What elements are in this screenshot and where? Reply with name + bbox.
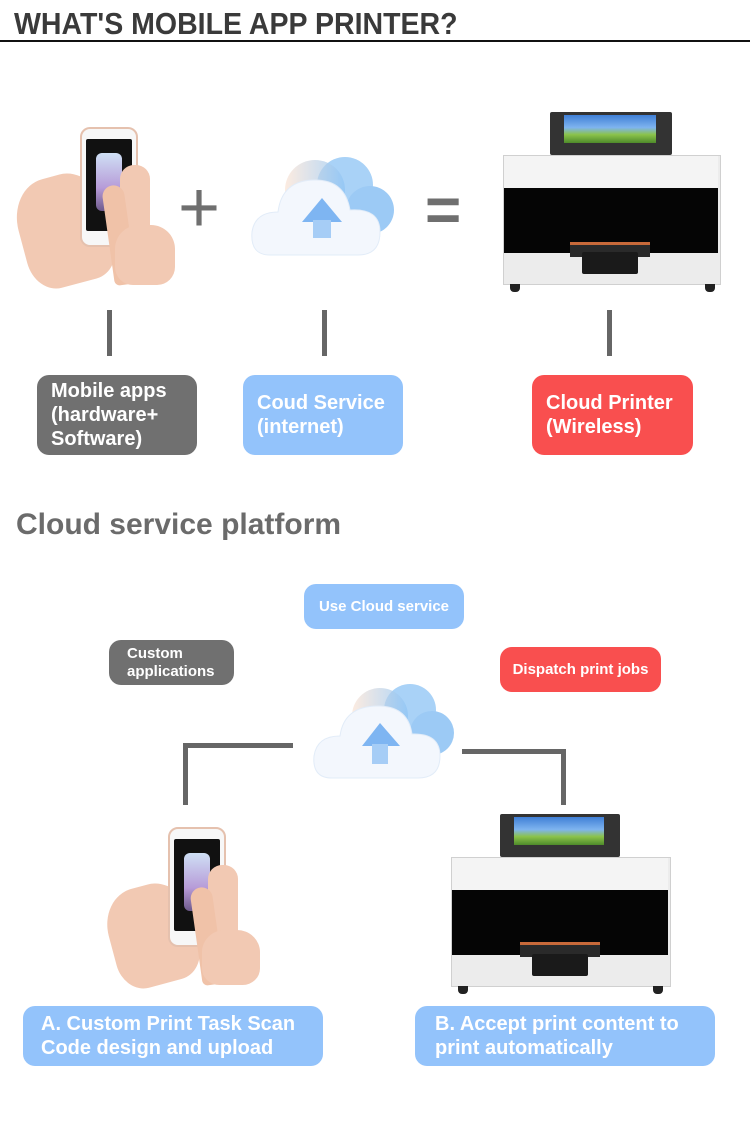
mobile-apps-label: Mobile apps (hardware+ Software) [37,375,197,455]
label-line: Code design and upload [41,1037,274,1059]
printer-icon [448,814,672,996]
label-line: (hardware+ [51,404,159,426]
label-line: Coud Service [257,392,385,414]
label-line: B. Accept print content to [435,1012,679,1035]
label-text: Use Cloud service [318,597,450,615]
phone-in-hand-icon [98,825,260,995]
use-cloud-service-label: Use Cloud service [304,584,464,629]
label-line: Custom [127,645,183,663]
cloud-upload-icon [251,157,394,256]
step-b-label: B. Accept print content to print automat… [415,1006,715,1066]
phone-in-hand-icon [7,125,175,295]
connector-line [322,310,327,356]
equals-symbol: = [425,176,462,245]
section-title: Cloud service platform [16,508,342,541]
label-line: applications [127,662,215,680]
page-title: WHAT'S MOBILE APP PRINTER? [14,6,458,41]
printer-icon [500,112,722,294]
connector-line [183,743,293,748]
label-line: Mobile apps [51,380,167,402]
connector-line [107,310,112,356]
label-line: (Wireless) [546,416,642,438]
connector-line [183,743,188,805]
cloud-upload-icon [313,684,454,779]
plus-symbol: + [178,168,221,248]
label-line: (internet) [257,416,344,438]
connector-line [607,310,612,356]
step-a-label: A. Custom Print Task Scan Code design an… [23,1006,323,1066]
label-text: Dispatch print jobs [512,660,649,678]
cloud-printer-label: Cloud Printer (Wireless) [532,375,693,455]
title-divider [0,40,750,42]
label-line: print automatically [435,1037,613,1059]
label-line: A. Custom Print Task Scan [41,1012,296,1035]
label-line: Cloud Printer [546,392,673,414]
custom-applications-label: Custom applications [109,640,234,685]
connector-line [561,749,566,805]
cloud-service-label: Coud Service (internet) [243,375,403,455]
label-line: Software) [51,428,143,450]
dispatch-print-jobs-label: Dispatch print jobs [500,647,661,692]
connector-line [462,749,566,754]
